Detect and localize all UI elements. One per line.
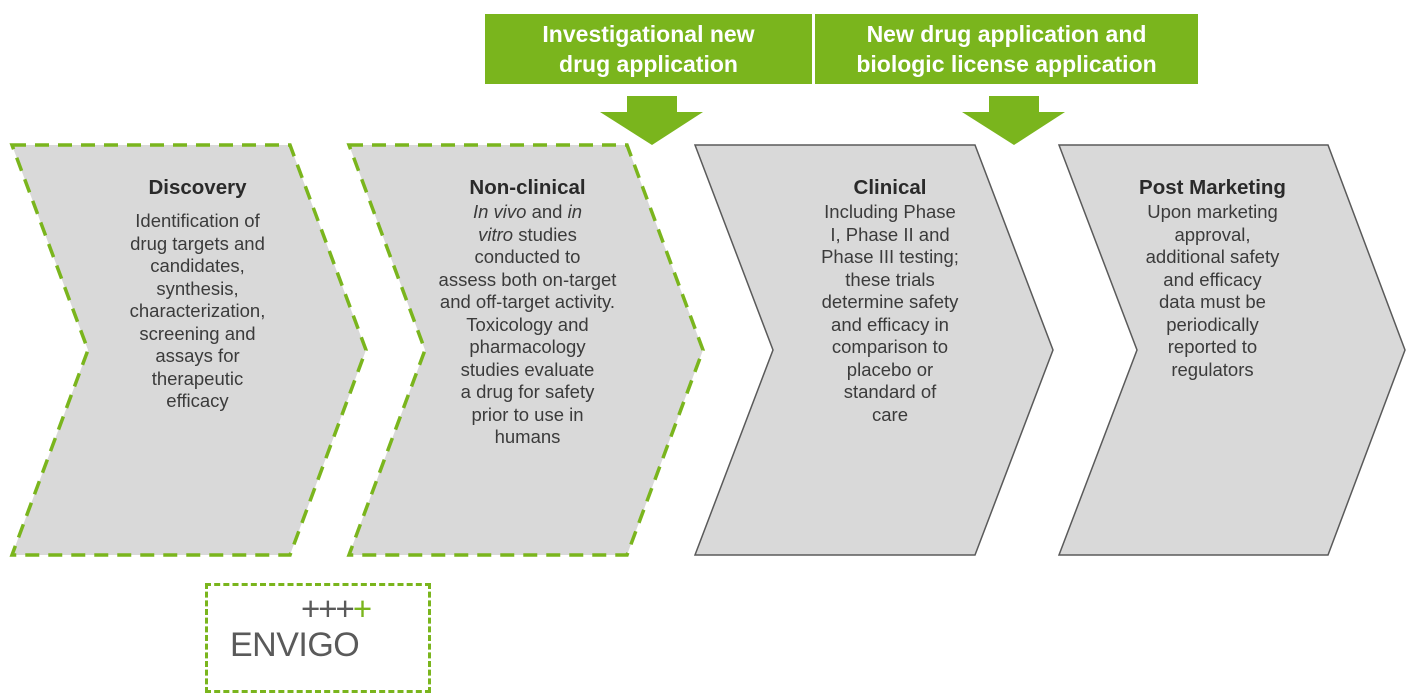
stage-title: Clinical [853, 176, 927, 199]
italic-term: In vivo [472, 201, 527, 222]
stage-chevron-clinical [693, 144, 1054, 556]
stage-discovery: Discovery Identification of drug targets… [105, 176, 290, 413]
logo-plus-green: + [352, 590, 372, 627]
desc-line: placebo or [846, 358, 934, 380]
desc-line: drug targets and [130, 232, 265, 254]
stage-title: Post Marketing [1139, 176, 1286, 199]
banner-new-drug-application: New drug application and biologic licens… [815, 14, 1198, 84]
banner-investigational-new-drug: Investigational new drug application [485, 14, 812, 84]
desc-line: Including Phase [824, 201, 956, 222]
stage-post-marketing: Post Marketing Upon marketing approval, … [1130, 176, 1295, 381]
desc-line: efficacy [166, 390, 229, 411]
desc-line: these trials [845, 268, 935, 290]
desc-line: synthesis, [156, 277, 239, 299]
desc-line: and off-target activity. [439, 291, 616, 312]
envigo-logo: ++++ ENVIGO [205, 583, 431, 693]
desc-line: I, Phase II and [830, 223, 950, 245]
italic-term: vitro [478, 223, 514, 245]
desc-line: additional safety [1145, 246, 1280, 267]
stage-chevron-nonclinical [346, 143, 705, 557]
desc-line: prior to use in [471, 403, 584, 425]
desc-line: and efficacy in [831, 313, 949, 335]
italic-term: in [567, 201, 583, 222]
desc-line: candidates, [150, 255, 245, 276]
desc-line: Toxicology and [466, 313, 589, 335]
desc-line: regulators [1171, 358, 1254, 380]
stage-description: Identification of drug targets and candi… [105, 210, 290, 413]
desc-line: and efficacy [1163, 268, 1262, 290]
stage-chevron-post-marketing [1057, 144, 1406, 556]
desc-line: pharmacology [469, 336, 586, 357]
stage-description: In vivo and in vitro studies conducted t… [425, 201, 630, 449]
desc-line: a drug for safety [460, 381, 595, 402]
desc-line: vitro studies [425, 224, 630, 247]
stage-clinical: Clinical Including Phase I, Phase II and… [790, 176, 990, 426]
logo-wordmark: ENVIGO [230, 626, 360, 664]
desc-line: conducted to [474, 246, 581, 267]
desc-line: comparison to [831, 336, 949, 357]
stage-title: Discovery [148, 176, 247, 199]
desc-line: Phase III testing; [821, 246, 959, 267]
desc-line: Identification of [135, 210, 260, 231]
desc-line: data must be [1159, 291, 1266, 312]
stage-description: Including Phase I, Phase II and Phase II… [790, 201, 990, 426]
banner-line: Investigational new [542, 21, 755, 47]
desc-line: Upon marketing [1147, 201, 1278, 222]
desc-line: screening and [139, 322, 256, 344]
stage-description: Upon marketing approval, additional safe… [1130, 201, 1295, 381]
desc-line: studies evaluate [460, 358, 595, 380]
desc-fragment: studies [513, 223, 577, 245]
logo-plus-grey: +++ [301, 590, 355, 627]
stage-title: Non-clinical [469, 176, 586, 199]
desc-line: assess both on-target [438, 268, 617, 290]
stage-chevron-discovery [9, 143, 368, 557]
desc-line: periodically [1166, 313, 1259, 335]
desc-line: care [872, 403, 908, 425]
desc-line: assays for [155, 345, 240, 366]
banner-line: New drug application and [866, 21, 1147, 47]
arrow-down-icon [962, 96, 1065, 145]
desc-line: standard of [843, 381, 937, 402]
desc-line: In vivo and in [425, 201, 630, 224]
arrow-down-icon [600, 96, 703, 145]
desc-line: humans [494, 426, 561, 447]
desc-line: determine safety [821, 291, 959, 312]
desc-line: characterization, [129, 300, 266, 321]
logo-plus-marks: ++++ [301, 590, 372, 627]
desc-line: reported to [1167, 336, 1258, 357]
desc-line: approval, [1174, 223, 1251, 245]
stage-nonclinical: Non-clinical In vivo and in vitro studie… [425, 176, 630, 449]
banner-line: drug application [559, 51, 738, 77]
desc-fragment: and [526, 201, 568, 222]
desc-line: therapeutic [151, 367, 244, 389]
banner-line: biologic license application [856, 51, 1157, 77]
